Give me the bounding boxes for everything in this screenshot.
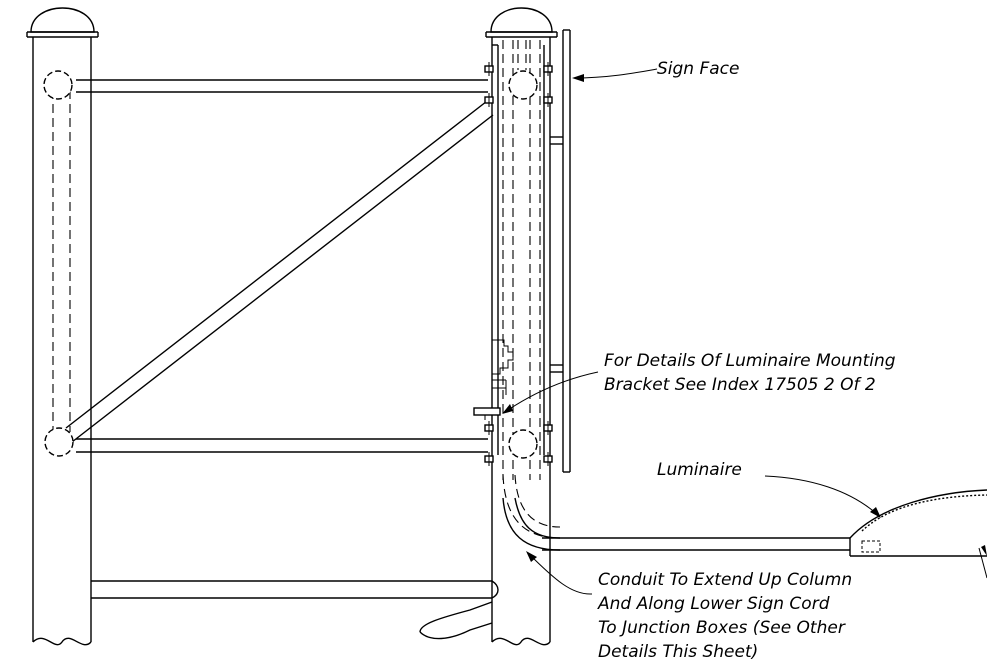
leader-luminaire <box>764 475 881 518</box>
left-column <box>26 7 99 646</box>
diagonal-brace <box>65 97 494 443</box>
luminaire <box>849 489 987 557</box>
label-conduit-line4: Details This Sheet) <box>598 642 758 662</box>
label-conduit-line2: And Along Lower Sign Cord <box>597 594 830 614</box>
upper-chord <box>76 79 488 93</box>
leader-sign-face <box>572 68 658 82</box>
label-conduit-line1: Conduit To Extend Up Column <box>598 570 852 590</box>
left-upper-joint <box>43 70 73 100</box>
bottom-strut <box>91 580 499 599</box>
conduit-sleeve <box>419 601 493 640</box>
sign-face <box>550 29 571 473</box>
label-bracket-line1: For Details Of Luminaire Mounting <box>604 351 896 371</box>
label-conduit-line3: To Junction Boxes (See Other <box>598 618 846 638</box>
leader-bracket <box>502 371 599 414</box>
right-upper-joint <box>484 62 553 107</box>
label-luminaire: Luminaire <box>657 460 742 480</box>
label-sign-face: Sign Face <box>657 59 740 79</box>
leader-conduit <box>526 551 593 595</box>
label-bracket-line2: Bracket See Index 17505 2 Of 2 <box>604 375 876 395</box>
right-lower-joint <box>484 421 553 466</box>
conduit <box>502 474 850 551</box>
luminaire-bracket <box>473 407 501 420</box>
luminaire-dimension-arrow <box>978 545 987 579</box>
left-lower-joint <box>44 427 74 457</box>
lower-chord <box>76 438 488 453</box>
